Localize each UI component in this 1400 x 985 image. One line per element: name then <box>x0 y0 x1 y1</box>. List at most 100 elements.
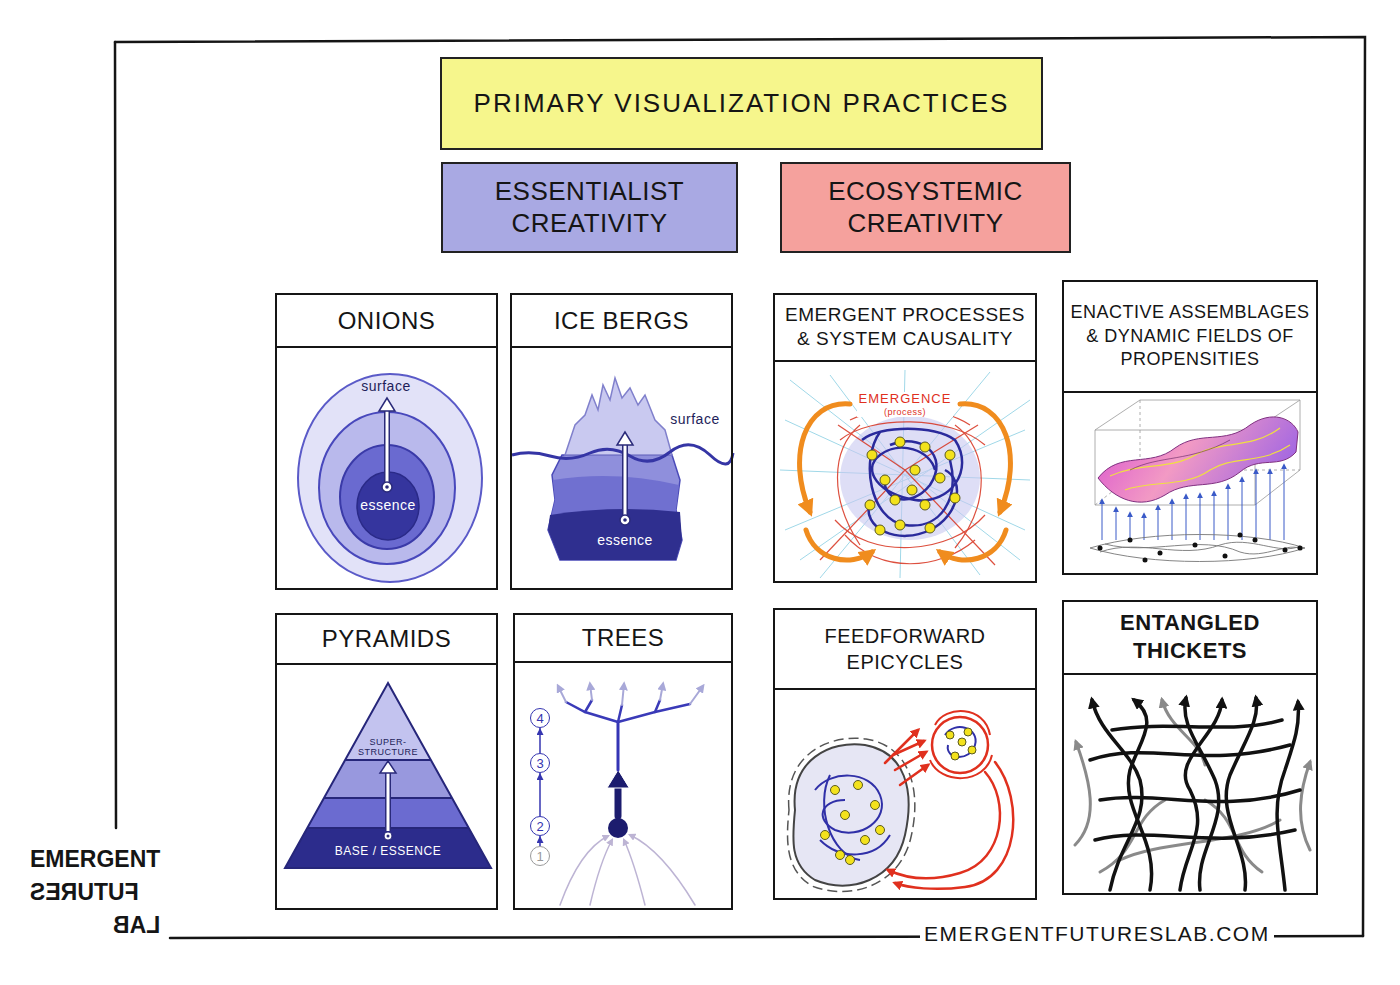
emergence-illustration <box>838 425 861 545</box>
iceberg-illustration <box>548 509 682 560</box>
propensity-field-illustration <box>1193 543 1198 548</box>
epicycle-illustration <box>893 741 924 755</box>
epicycle-illustration <box>930 755 992 778</box>
emergence-illustration <box>870 432 953 526</box>
tree-illustration <box>618 704 690 722</box>
epicycle-illustration <box>951 752 959 760</box>
epicycle-illustration <box>958 738 966 746</box>
emergence-illustration <box>880 475 890 485</box>
tree-illustration <box>618 705 622 722</box>
epicycle-illustration <box>895 752 926 770</box>
emergence-illustration <box>865 500 875 510</box>
onion-illustration <box>298 374 482 582</box>
emergence-illustration <box>940 530 1006 560</box>
propensity-field-illustration <box>1214 492 1215 540</box>
iceberg-illustration <box>565 378 672 455</box>
propensity-field-illustration <box>1223 554 1228 559</box>
epicycle-illustration <box>900 765 928 785</box>
propensity-field-illustration <box>1090 400 1305 563</box>
pyramid-illustration <box>345 683 431 760</box>
iceberg-illustration <box>512 378 733 560</box>
callout-number: 4 <box>536 712 543 725</box>
category-box: ESSENTIALIST CREATIVITY <box>441 162 738 253</box>
logo-text: LAB <box>113 912 160 938</box>
tree-illustration <box>566 702 618 722</box>
category-box: ECOSYSTEMIC CREATIVITY <box>780 162 1071 253</box>
epicycle-illustration <box>821 781 885 865</box>
emergence-illustration <box>780 370 1030 578</box>
emergence-illustration <box>840 416 980 540</box>
pyramid-illustration <box>384 832 392 840</box>
practice-panel: EMERGENT PROCESSES & SYSTEM CAUSALITYEME… <box>773 293 1037 583</box>
onion-illustration <box>298 374 482 582</box>
pyramid-illustration <box>387 772 390 831</box>
tree-illustration <box>608 818 628 838</box>
callout-number: 1 <box>536 850 543 863</box>
propensity-field-illustration <box>1144 514 1145 540</box>
title-banner: PRIMARY VISUALIZATION PRACTICES <box>440 57 1043 150</box>
epicycle-illustration <box>935 711 990 735</box>
thicket-illustration <box>1090 698 1300 890</box>
epicycle-illustration <box>932 717 988 773</box>
practice-panel: FEEDFORWARD EPICYCLES <box>773 608 1037 900</box>
emergence-illustration <box>862 429 962 536</box>
emergence-illustration <box>820 470 905 560</box>
panel-heading: TREES <box>515 615 731 663</box>
flow-arrow <box>539 728 541 753</box>
page-frame <box>115 42 116 828</box>
tree-illustration <box>560 836 608 905</box>
epicycle-illustration <box>820 835 890 854</box>
illustration-label: essence <box>597 532 653 548</box>
propensity-field-illustration <box>1242 478 1243 540</box>
thicket-illustration <box>1112 720 1282 730</box>
epicycle-illustration <box>861 836 870 845</box>
propensity-field-illustration <box>1298 546 1303 551</box>
pyramid-illustration <box>285 828 491 868</box>
callout-circle: 2 <box>530 816 550 836</box>
flow-arrow <box>539 773 541 816</box>
illustration-label: surface <box>670 411 719 427</box>
propensity-field-illustration <box>1238 533 1243 538</box>
propensity-field-illustration <box>1125 445 1290 490</box>
epicycle-illustration <box>836 851 845 860</box>
category-label: ECOSYSTEMIC CREATIVITY <box>792 176 1059 238</box>
logo-text: FUTURES <box>30 879 139 905</box>
thicket-illustration <box>1100 790 1300 802</box>
epicycle-illustration <box>788 711 1014 892</box>
epicycle-illustration <box>885 730 918 763</box>
epicycle-illustration <box>793 744 908 885</box>
callout-number: 2 <box>536 820 543 833</box>
propensity-field-illustration <box>1130 513 1131 540</box>
propensity-field-illustration <box>1110 428 1280 476</box>
epicycle-illustration <box>895 762 1013 889</box>
propensity-field-illustration <box>1200 494 1201 540</box>
propensity-field-illustration <box>1098 533 1303 563</box>
tree-illustration <box>590 684 592 700</box>
practice-panel: PYRAMIDSSUPER- STRUCTUREBASE / ESSENCE <box>275 613 498 910</box>
pyramid-illustration <box>387 835 390 838</box>
tree-illustration <box>622 684 624 705</box>
propensity-field-illustration <box>1172 500 1173 540</box>
practice-panel: ICE BERGSsurfaceessence <box>510 293 733 590</box>
epicycle-illustration <box>788 738 915 891</box>
tree-illustration <box>630 835 695 905</box>
epicycle-illustration <box>831 786 840 795</box>
emergence-illustration <box>867 450 877 460</box>
propensity-field-illustration <box>1253 538 1258 543</box>
panel-heading: EMERGENT PROCESSES & SYSTEM CAUSALITY <box>775 295 1035 362</box>
iceberg-illustration <box>620 515 630 525</box>
thicket-illustration <box>1090 745 1290 760</box>
panel-heading: PYRAMIDS <box>277 615 496 665</box>
tree-illustration <box>607 770 629 788</box>
emergence-illustration <box>800 404 850 512</box>
emergence-illustration <box>800 404 1011 560</box>
propensity-field-illustration <box>1284 465 1285 540</box>
propensity-field-illustration <box>1102 465 1284 540</box>
tree-illustration <box>655 700 660 712</box>
illustration-label: SUPER- STRUCTURE <box>358 737 418 757</box>
propensity-field-illustration <box>1090 535 1305 562</box>
epicycle-illustration <box>815 775 890 860</box>
callout-number: 3 <box>536 757 543 770</box>
thicket-illustration <box>1075 742 1090 845</box>
epicycle-illustration <box>841 811 850 820</box>
